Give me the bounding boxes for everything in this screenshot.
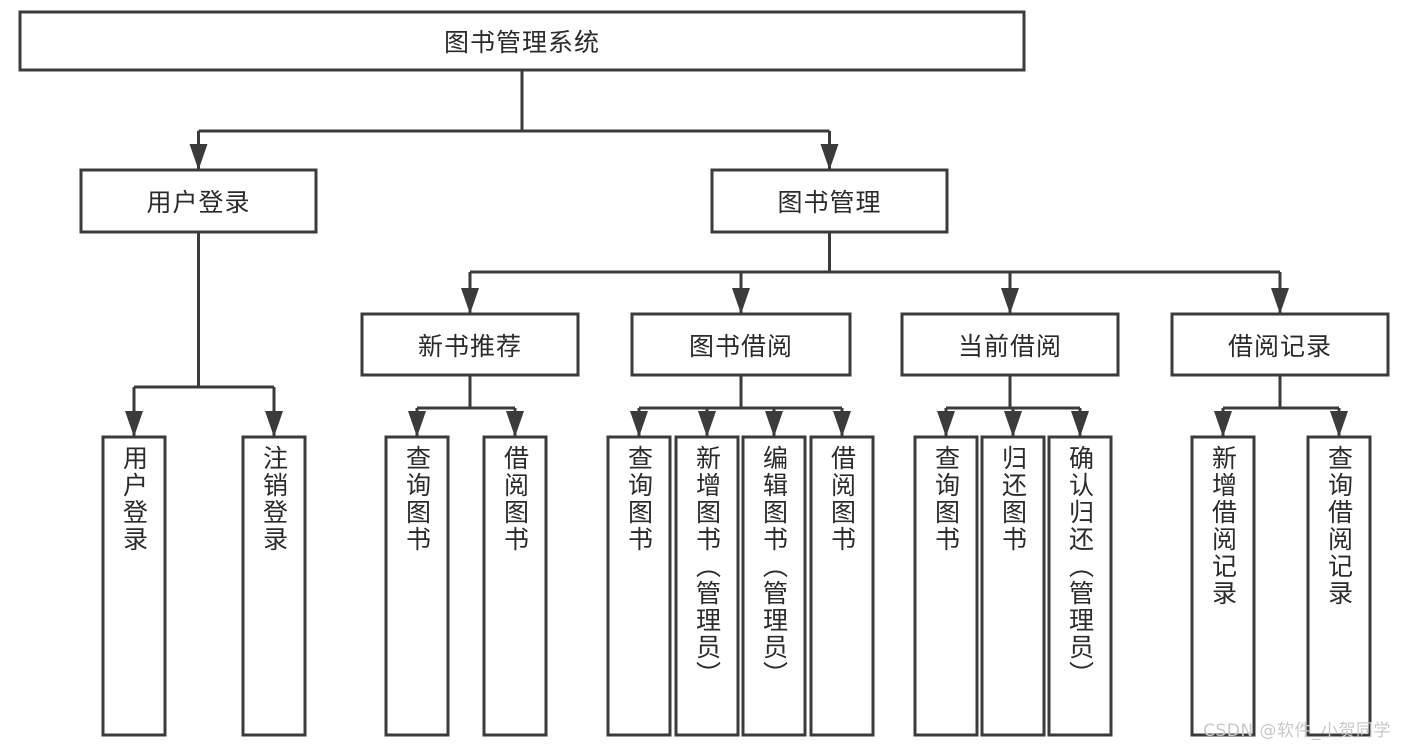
arrow-head-icon (1330, 411, 1348, 437)
node-box-注销登录[interactable] (241, 435, 307, 737)
watermark: CSDN @软件_小贺同学 (1203, 721, 1391, 741)
connectors-layer (125, 70, 1348, 437)
node-box-归还图书[interactable] (980, 435, 1046, 737)
arrow-head-icon (408, 411, 426, 437)
arrow-head-icon (937, 411, 955, 437)
arrow-head-icon (698, 411, 716, 437)
node-box-编辑图书管理员[interactable] (741, 435, 807, 737)
node-box-当前借阅[interactable] (900, 312, 1120, 377)
arrow-head-icon (461, 288, 479, 314)
arrow-head-icon (630, 411, 648, 437)
node-box-确认归还管理员[interactable] (1047, 435, 1113, 737)
node-box-用户登录[interactable] (79, 168, 318, 234)
arrow-head-icon (765, 411, 783, 437)
node-box-借阅图书[interactable] (809, 435, 875, 737)
node-box-查询图书[interactable] (913, 435, 979, 737)
arrow-head-icon (1214, 411, 1232, 437)
node-box-新增借阅记录[interactable] (1190, 435, 1256, 737)
arrow-head-icon (1071, 411, 1089, 437)
node-box-查询图书[interactable] (384, 435, 450, 737)
arrow-head-icon (1001, 288, 1019, 314)
node-box-查询图书[interactable] (606, 435, 672, 737)
node-box-查询借阅记录[interactable] (1306, 435, 1372, 737)
node-box-借阅图书[interactable] (482, 435, 548, 737)
node-box-图书借阅[interactable] (630, 312, 852, 377)
arrow-head-icon (1271, 288, 1289, 314)
node-box-新增图书管理员[interactable] (674, 435, 740, 737)
node-box-图书管理[interactable] (710, 168, 949, 234)
node-box-用户登录[interactable] (101, 435, 167, 737)
node-box-新书推荐[interactable] (360, 312, 580, 377)
arrow-head-icon (833, 411, 851, 437)
boxes-layer (18, 10, 1390, 737)
arrow-head-icon (265, 411, 283, 437)
arrow-head-icon (820, 144, 839, 170)
node-box-借阅记录[interactable] (1170, 312, 1390, 377)
node-box-图书管理系统[interactable] (18, 10, 1026, 72)
arrow-head-icon (1004, 411, 1022, 437)
arrow-head-icon (732, 288, 750, 314)
arrow-head-icon (189, 144, 208, 170)
arrow-head-icon (506, 411, 524, 437)
arrow-head-icon (125, 411, 143, 437)
